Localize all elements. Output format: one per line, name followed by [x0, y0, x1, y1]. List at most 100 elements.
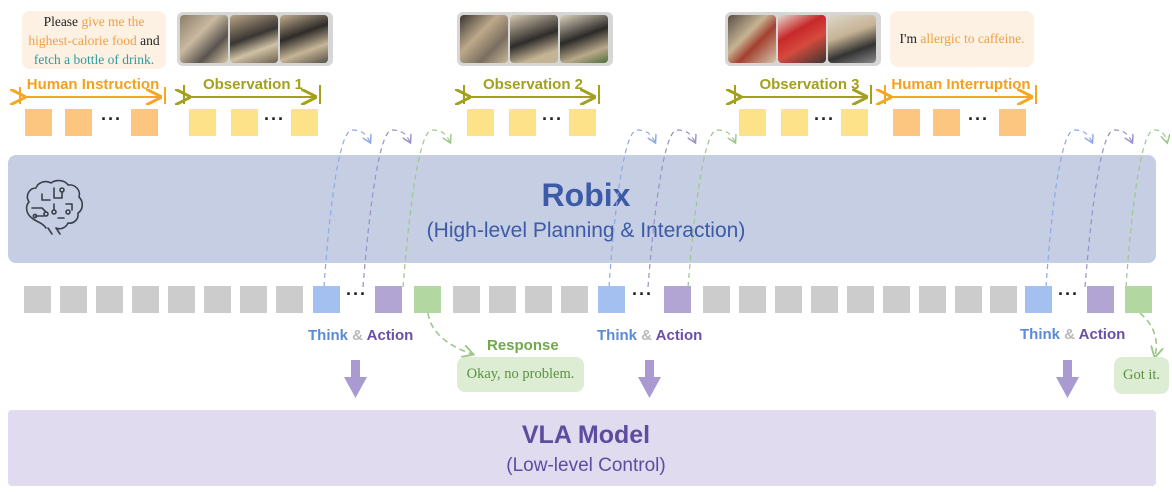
observation-1-label: Observation 1: [202, 76, 304, 93]
human-instruction-label: Human Instruction: [26, 76, 160, 93]
token-context: [453, 286, 480, 313]
token-observation: [189, 109, 216, 136]
token-context: [955, 286, 982, 313]
amp-label: &: [1064, 326, 1076, 343]
token-observation: [509, 109, 536, 136]
observation-1-frames: [177, 12, 333, 66]
feedback-arrow-response: [402, 129, 450, 288]
human-interruption-text: I'm allergic to caffeine.: [900, 31, 1025, 47]
token-context: [847, 286, 874, 313]
token-context: [525, 286, 552, 313]
feedback-arrow-think: [608, 129, 655, 288]
token-action: [1087, 286, 1114, 313]
human-interruption-bubble: I'm allergic to caffeine.: [890, 11, 1034, 67]
token-observation: [569, 109, 596, 136]
token-interruption: [999, 109, 1026, 136]
token-context: [204, 286, 231, 313]
observation-2-label: Observation 2: [482, 76, 584, 93]
ellipsis: ···: [264, 109, 285, 129]
frame-image: [180, 15, 228, 63]
frame-image: [460, 15, 508, 63]
observation-3-label: Observation 3: [759, 76, 860, 93]
token-context: [24, 286, 51, 313]
frame-image: [828, 15, 876, 63]
token-context: [883, 286, 910, 313]
action-label: Action: [366, 327, 414, 344]
feedback-arrow-think: [1045, 129, 1092, 288]
token-context: [96, 286, 123, 313]
response-bubble: Got it.: [1114, 357, 1169, 394]
ellipsis: ···: [542, 109, 563, 129]
down-arrow-icon: [638, 360, 661, 398]
token-instruction: [131, 109, 158, 136]
human-instruction-bubble: Please give me the highest-calorie food …: [22, 11, 166, 69]
feedback-arrow-response: [1125, 129, 1167, 288]
token-observation: [841, 109, 868, 136]
frame-image: [728, 15, 776, 63]
think-action-label: Think & Action: [1020, 326, 1125, 343]
feedback-arrow-action: [647, 129, 695, 288]
token-think: [1025, 286, 1052, 313]
down-arrow-icon: [1056, 360, 1079, 398]
span-arrow-observation-2: [464, 85, 600, 104]
instruction-text-plain: Please: [43, 13, 82, 29]
amp-label: &: [641, 327, 653, 344]
token-response: [1125, 286, 1152, 313]
token-think: [313, 286, 340, 313]
interruption-text-plain: I'm: [899, 31, 921, 46]
think-label: Think: [1020, 326, 1060, 343]
think-action-label: Think & Action: [597, 327, 702, 344]
vla-model-panel: [8, 410, 1156, 486]
observation-2-frames: [457, 12, 613, 66]
brain-circuit-icon: [25, 179, 84, 235]
token-think: [598, 286, 625, 313]
token-observation: [467, 109, 494, 136]
token-observation: [231, 109, 258, 136]
token-interruption: [933, 109, 960, 136]
down-arrow-icon: [344, 360, 367, 398]
human-instruction-text: Please give me the highest-calorie food …: [22, 12, 166, 69]
ellipsis: ···: [814, 109, 835, 129]
instruction-text-highlight-teal: fetch a bottle of drink.: [33, 51, 155, 67]
think-label: Think: [597, 327, 637, 344]
token-observation: [739, 109, 766, 136]
instruction-text-highlight: give me the highest-calorie food: [28, 13, 145, 48]
vla-title: VLA Model: [521, 421, 651, 449]
robix-subtitle: (High-level Planning & Interaction): [426, 219, 746, 242]
token-context: [739, 286, 766, 313]
token-context: [775, 286, 802, 313]
amp-label: &: [352, 327, 364, 344]
robix-panel: [8, 155, 1156, 263]
frame-image: [778, 15, 826, 63]
span-arrow-interruption: [885, 85, 1037, 104]
token-instruction: [65, 109, 92, 136]
feedback-arrow-action: [362, 129, 410, 288]
token-instruction: [25, 109, 52, 136]
token-context: [276, 286, 303, 313]
token-context: [811, 286, 838, 313]
token-context: [60, 286, 87, 313]
ellipsis: ···: [346, 284, 367, 304]
response-label: Response: [487, 337, 559, 354]
ellipsis: ···: [968, 109, 989, 129]
think-action-label: Think & Action: [308, 327, 413, 344]
ellipsis: ···: [101, 109, 122, 129]
token-interruption: [893, 109, 920, 136]
token-observation: [291, 109, 318, 136]
token-context: [703, 286, 730, 313]
token-context: [132, 286, 159, 313]
span-arrow-observation-1: [184, 85, 321, 104]
frame-image: [230, 15, 278, 63]
frame-image: [560, 15, 608, 63]
observation-3-frames: [725, 12, 881, 66]
vla-subtitle: (Low-level Control): [506, 455, 666, 476]
think-label: Think: [308, 327, 348, 344]
instruction-text-plain: and: [136, 32, 160, 48]
action-label: Action: [655, 327, 703, 344]
ellipsis: ···: [1058, 284, 1079, 304]
token-action: [375, 286, 402, 313]
human-interruption-label: Human Interruption: [891, 76, 1031, 93]
frame-image: [280, 15, 328, 63]
token-context: [561, 286, 588, 313]
